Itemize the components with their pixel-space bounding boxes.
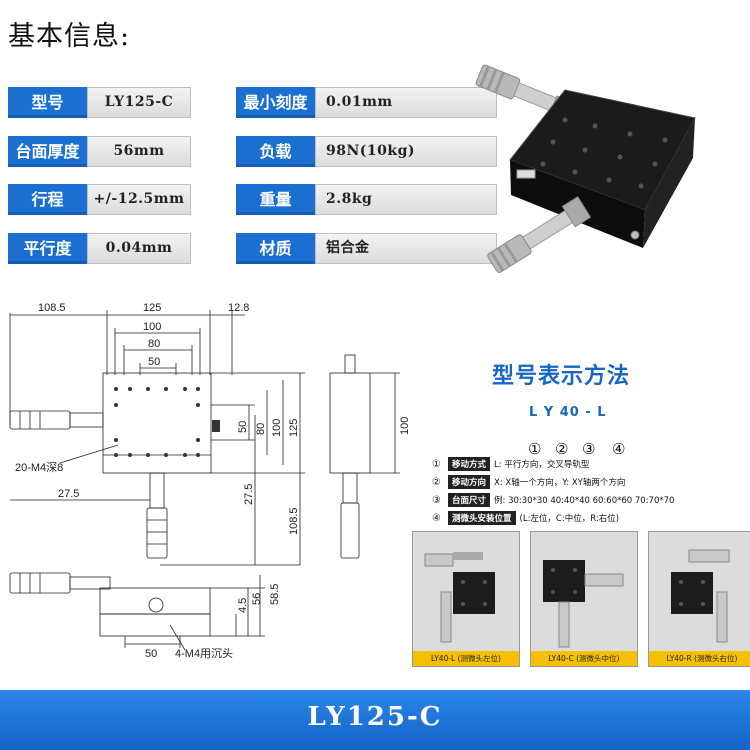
spec-value: 0.04mm (87, 233, 191, 264)
note-countersink: 4-M4用沉头 (175, 647, 233, 660)
variant-photo-right: LY40-R (测微头右位) (648, 531, 750, 667)
legend-text: L: 平行方向，交叉导轨型 (494, 460, 590, 470)
spec-label: 型号 (8, 87, 87, 118)
legend-num: ② (432, 476, 441, 488)
spec-label: 平行度 (8, 233, 87, 264)
technical-drawing: 108.5 125 12.8 100 80 50 27.5 20-M4深8 4-… (9, 302, 411, 660)
dim-80-right: 80 (255, 423, 267, 435)
code-circle-1: ① (528, 440, 542, 458)
legend-text: 例: 30:30*30 40:40*40 60:60*60 70:70*70 (494, 496, 675, 506)
legend-num: ③ (432, 494, 441, 506)
spec-value: +/-12.5mm (87, 184, 191, 215)
dim-50-top: 50 (148, 356, 160, 368)
bottom-banner: LY125-C (0, 690, 750, 750)
dim-4-5: 4.5 (237, 598, 249, 613)
spec-model: 型号 LY125-C (8, 87, 191, 118)
legend-tag: 移动方向 (448, 475, 491, 489)
variant-caption: LY40-R (测微头右位) (649, 651, 750, 666)
dim-100-side: 100 (399, 417, 411, 435)
dim-12-8: 12.8 (228, 302, 249, 314)
legend-tag: 台面尺寸 (448, 493, 491, 507)
spec-label: 台面厚度 (8, 136, 87, 167)
spec-label: 材质 (236, 233, 315, 264)
variant-photo-left: LY40-L (测微头左位) (412, 531, 520, 667)
note-holes: 20-M4深8 (15, 461, 63, 474)
spec-value: 2.8kg (315, 184, 497, 215)
legend-row: ③ 台面尺寸 例: 30:30*30 40:40*40 60:60*60 70:… (432, 492, 674, 508)
dim-50-bottom: 50 (145, 648, 157, 660)
model-code: L Y 40 - L (529, 405, 607, 420)
model-heading: 型号表示方法 (492, 364, 631, 389)
code-circle-3: ③ (582, 440, 596, 458)
dim-50-right: 50 (237, 421, 249, 433)
legend-num: ④ (432, 512, 441, 524)
spec-value: 0.01mm (315, 87, 497, 118)
variant-photo-center: LY40-C (测微头中位) (530, 531, 638, 667)
stage-center-icon (543, 560, 624, 648)
dim-27-5-vert: 27.5 (243, 484, 255, 505)
code-circle-2: ② (555, 440, 569, 458)
code-circle-4: ④ (612, 440, 626, 458)
spec-value: LY125-C (87, 87, 191, 118)
spec-label: 负载 (236, 136, 315, 167)
legend-row: ① 移动方式 L: 平行方向，交叉导轨型 (432, 456, 589, 472)
dim-108-5-top: 108.5 (38, 302, 66, 314)
stage-left-icon (424, 552, 495, 643)
spec-parallelism: 平行度 0.04mm (8, 233, 191, 264)
spec-thickness: 台面厚度 56mm (8, 136, 191, 167)
dim-58-5: 58.5 (269, 584, 281, 605)
spec-value: 铝合金 (315, 233, 497, 264)
legend-text: (L:左位，C:中位，R:右位) (519, 514, 620, 524)
spec-weight: 重量 2.8kg (236, 184, 497, 215)
legend-num: ① (432, 458, 441, 470)
dim-100-right: 100 (271, 419, 283, 437)
variant-caption: LY40-L (测微头左位) (413, 651, 519, 666)
legend-tag: 测微头安装位置 (448, 511, 516, 525)
dim-125-top: 125 (143, 302, 161, 314)
spec-label: 重量 (236, 184, 315, 215)
stage-right-icon (671, 549, 730, 643)
dim-125-right: 125 (288, 419, 300, 437)
legend-row: ② 移动方向 X: X轴一个方向，Y: XY轴两个方向 (432, 474, 625, 490)
spec-value: 98N(10kg) (315, 136, 497, 167)
spec-travel: 行程 +/-12.5mm (8, 184, 191, 215)
spec-label: 行程 (8, 184, 87, 215)
spec-material: 材质 铝合金 (236, 233, 497, 264)
product-photo (475, 64, 696, 273)
page-title: 基本信息: (8, 21, 131, 52)
legend-text: X: X轴一个方向，Y: XY轴两个方向 (494, 478, 626, 488)
spec-min-scale: 最小刻度 0.01mm (236, 87, 497, 118)
dim-100-top: 100 (143, 321, 161, 333)
dim-56: 56 (251, 593, 263, 605)
legend-tag: 移动方式 (448, 457, 491, 471)
dim-27-5-left: 27.5 (58, 488, 79, 500)
dim-108-5-vert: 108.5 (288, 507, 300, 535)
spec-load: 负载 98N(10kg) (236, 136, 497, 167)
banner-model: LY125-C (307, 702, 443, 732)
variant-caption: LY40-C (测微头中位) (531, 651, 637, 666)
dim-80-top: 80 (148, 338, 160, 350)
spec-label: 最小刻度 (236, 87, 315, 118)
legend-row: ④ 测微头安装位置 (L:左位，C:中位，R:右位) (432, 510, 619, 526)
spec-value: 56mm (87, 136, 191, 167)
